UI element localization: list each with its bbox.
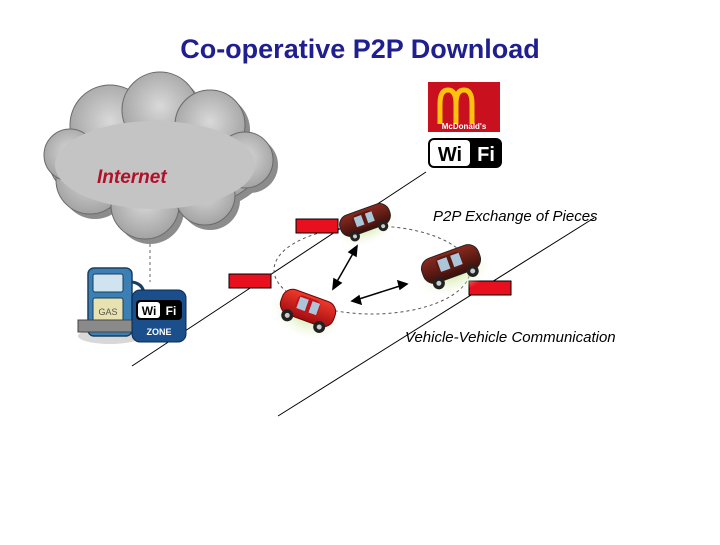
internet-cloud bbox=[44, 72, 278, 244]
svg-text:GAS: GAS bbox=[98, 307, 117, 317]
v2v-arrow-horizontal bbox=[352, 281, 407, 304]
wifi-zone-logo: Wi Fi ZONE bbox=[132, 290, 186, 342]
wifi-logo-top: Wi Fi bbox=[428, 138, 502, 168]
svg-text:Fi: Fi bbox=[166, 304, 177, 318]
mcdonalds-text: McDonald's bbox=[442, 122, 487, 131]
svg-text:Wi: Wi bbox=[438, 144, 462, 166]
svg-text:ZONE: ZONE bbox=[146, 327, 171, 337]
internet-label: Internet bbox=[97, 167, 167, 189]
piece-block bbox=[296, 219, 338, 233]
svg-text:Fi: Fi bbox=[477, 144, 495, 166]
car-top bbox=[331, 199, 403, 254]
svg-text:Wi: Wi bbox=[142, 304, 157, 318]
v2v-arrow-vertical bbox=[333, 246, 357, 289]
p2p-exchange-label: P2P Exchange of Pieces bbox=[433, 208, 598, 225]
v2v-communication-label: Vehicle-Vehicle Communication bbox=[405, 329, 616, 346]
mcdonalds-logo: McDonald's bbox=[428, 82, 500, 132]
car-bottom bbox=[264, 283, 347, 349]
page-title: Co-operative P2P Download bbox=[0, 34, 720, 65]
piece-block bbox=[229, 274, 271, 288]
